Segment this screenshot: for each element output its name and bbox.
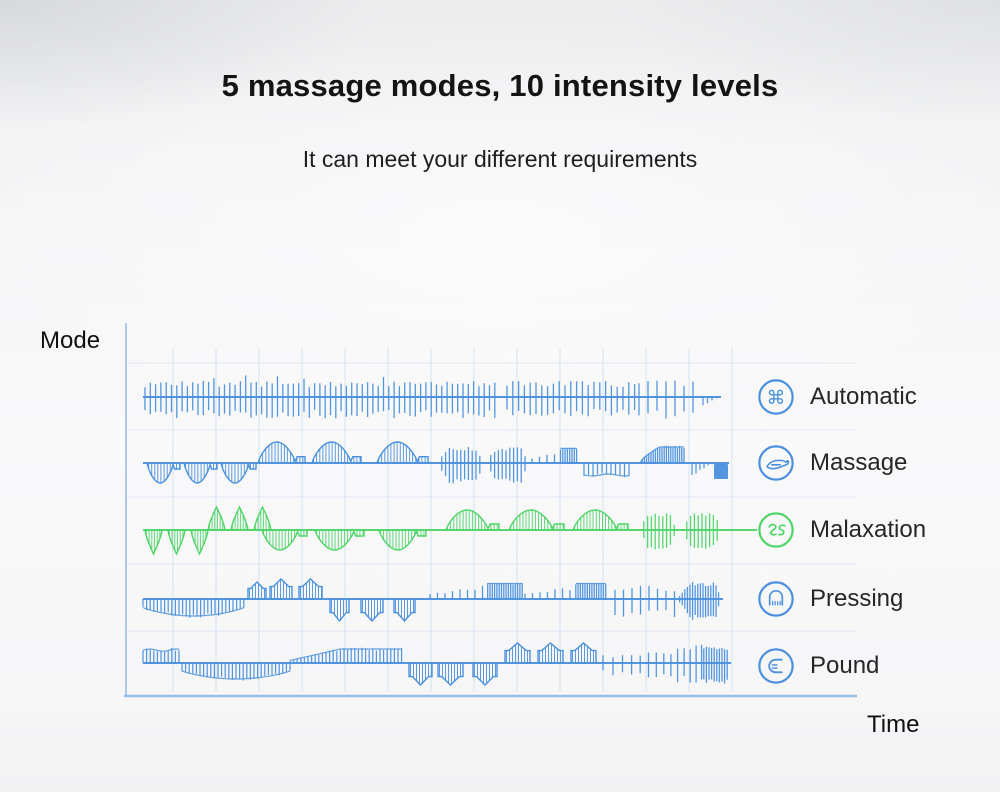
mode-label: Pressing [810, 585, 904, 612]
legend-item-massage: Massage [756, 442, 907, 484]
wave-series-massage [143, 441, 729, 484]
mode-label: Automatic [810, 383, 917, 410]
fist-icon [758, 648, 794, 684]
legend-item-automatic: Automatic [756, 376, 917, 418]
wave-series-pressing [142, 578, 723, 623]
command-icon [758, 379, 794, 415]
legend-item-malaxation: Malaxation [756, 509, 926, 551]
x-axis-label: Time [867, 711, 920, 738]
mode-label: Pound [810, 652, 880, 679]
wave-series-automatic [143, 375, 721, 419]
mode-label: Malaxation [810, 516, 927, 543]
page-title: 5 massage modes, 10 intensity levels [221, 68, 779, 103]
mode-label: Massage [810, 449, 908, 476]
wave-series-pound [142, 642, 731, 686]
knead-rollers-icon [758, 512, 794, 548]
legend-item-pound: Pound [756, 645, 879, 687]
page-subtitle: It can meet your different requirements [302, 146, 698, 172]
legend-item-pressing: Pressing [756, 578, 903, 620]
y-axis-label: Mode [40, 327, 101, 354]
wave-series-malaxation [143, 505, 757, 556]
massage-hand-icon [758, 445, 794, 481]
pressing-hand-icon [758, 581, 794, 617]
